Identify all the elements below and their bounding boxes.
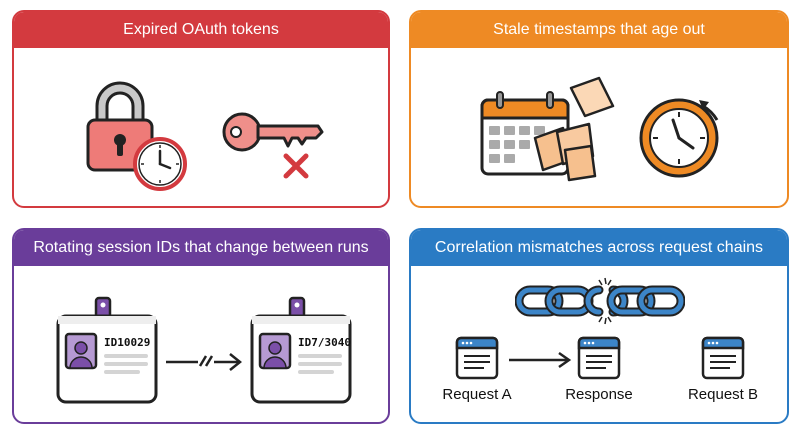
request-b-label: Request B	[687, 386, 759, 403]
id-badge-icon: ID7/3040	[250, 296, 352, 404]
window-icon	[701, 336, 745, 380]
calendar-icon	[480, 91, 570, 176]
request-a-label: Request A	[442, 386, 512, 403]
response-label: Response	[565, 386, 633, 403]
window-icon	[455, 336, 499, 380]
x-mark-icon	[283, 153, 309, 179]
panel-title: Rotating session IDs that change between…	[14, 230, 388, 266]
panel-stale-timestamps: Stale timestamps that age out	[409, 10, 789, 208]
panel-title: Stale timestamps that age out	[411, 12, 787, 48]
arrow-right-icon	[509, 351, 572, 369]
id-badge-icon: ID10029	[56, 296, 158, 404]
key-icon	[222, 112, 324, 152]
window-icon	[577, 336, 621, 380]
panel-rotating-session-ids: Rotating session IDs that change between…	[12, 228, 390, 424]
badge-b-id: ID7/3040	[298, 336, 351, 349]
falling-pages-icon	[533, 76, 615, 182]
clock-icon	[133, 137, 187, 191]
panel-title: Correlation mismatches across request ch…	[411, 230, 787, 266]
panel-correlation-mismatches: Correlation mismatches across request ch…	[409, 228, 789, 424]
clock-rewind-icon	[639, 98, 719, 178]
badge-a-id: ID10029	[104, 336, 150, 349]
panel-title: Expired OAuth tokens	[14, 12, 388, 48]
broken-arrow-icon	[166, 353, 243, 371]
broken-chain-icon	[515, 277, 685, 325]
panel-expired-oauth: Expired OAuth tokens	[12, 10, 390, 208]
